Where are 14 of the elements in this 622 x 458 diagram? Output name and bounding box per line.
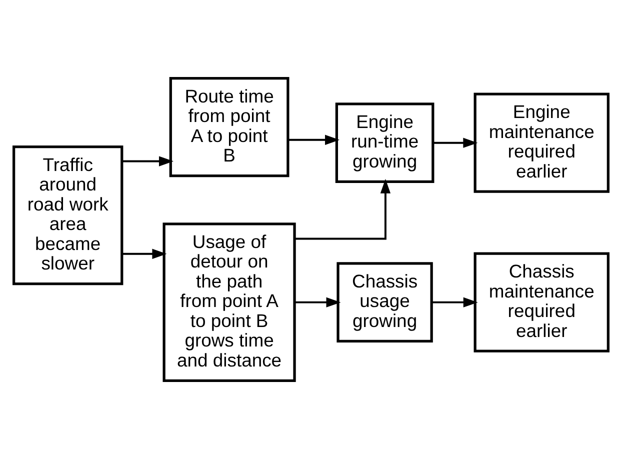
node-box: Usage of detour on the path from point A to point B grows time and distance [162,222,296,382]
node-box: Chassis maintenance required earlier [474,252,610,352]
node-box: Engine run-time growing [335,102,434,183]
arrow [288,134,340,144]
node-box: Route time from point A to point B [169,76,290,177]
arrow [294,178,391,240]
node-box: Engine maintenance required earlier [474,92,610,192]
arrow [433,137,478,148]
arrow [432,296,478,307]
arrow [294,296,341,307]
arrow [122,248,167,258]
node-box: Traffic around road work area became slower [12,144,124,285]
node-box: Chassis usage growing [336,262,433,342]
arrow [122,156,174,166]
